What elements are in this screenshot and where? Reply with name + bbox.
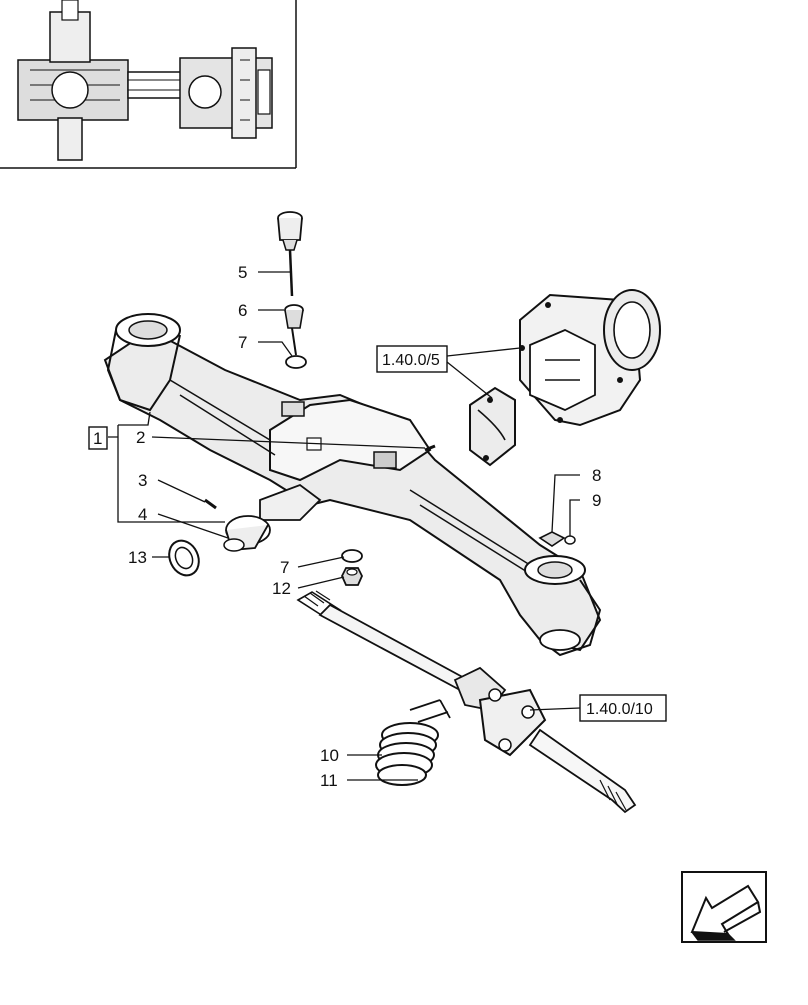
callout-10[interactable]: 10 [320, 746, 339, 765]
overview-thumbnail[interactable] [0, 0, 297, 169]
arrow-down-left-icon [690, 884, 762, 941]
callout-5[interactable]: 5 [238, 263, 247, 282]
callout-6[interactable]: 6 [238, 301, 247, 320]
shim-ring[interactable] [164, 536, 205, 580]
half-shaft[interactable] [296, 590, 637, 814]
coil-spring[interactable] [375, 722, 439, 786]
callout-4[interactable]: 4 [138, 505, 147, 524]
callout-8[interactable]: 8 [592, 466, 601, 485]
differential-carrier[interactable] [519, 289, 661, 427]
axle-housing[interactable] [103, 313, 602, 657]
nut-item-12[interactable] [341, 567, 363, 586]
callout-11[interactable]: 11 [320, 771, 338, 790]
reference-box-lower [579, 694, 667, 722]
callout-1[interactable]: 1 [93, 429, 102, 448]
bearing-cap[interactable] [469, 386, 516, 467]
callout-9[interactable]: 9 [592, 491, 601, 510]
reference-1-40-0-10[interactable]: 1.40.0/10 [586, 701, 653, 718]
washer-lower[interactable] [341, 549, 363, 563]
leader-lines [108, 271, 581, 781]
callout-13[interactable]: 13 [128, 548, 147, 567]
callout-3[interactable]: 3 [138, 471, 147, 490]
pin-item-3[interactable] [204, 498, 217, 510]
callout-2[interactable]: 2 [136, 428, 145, 447]
dipstick[interactable] [277, 211, 303, 297]
breather-fitting[interactable] [284, 304, 304, 356]
pin-item-2[interactable] [424, 444, 436, 452]
callout-7-lower[interactable]: 7 [280, 558, 289, 577]
nav-arrow-button[interactable] [681, 871, 767, 943]
reference-box-upper [376, 345, 448, 373]
bolt-item-8[interactable] [538, 531, 566, 547]
callout-1-box [88, 426, 108, 450]
reference-1-40-0-5[interactable]: 1.40.0/5 [382, 352, 440, 369]
washer-item-9[interactable] [564, 535, 576, 545]
callout-7-upper[interactable]: 7 [238, 333, 247, 352]
washer-upper[interactable] [285, 355, 307, 369]
callout-12[interactable]: 12 [272, 579, 291, 598]
